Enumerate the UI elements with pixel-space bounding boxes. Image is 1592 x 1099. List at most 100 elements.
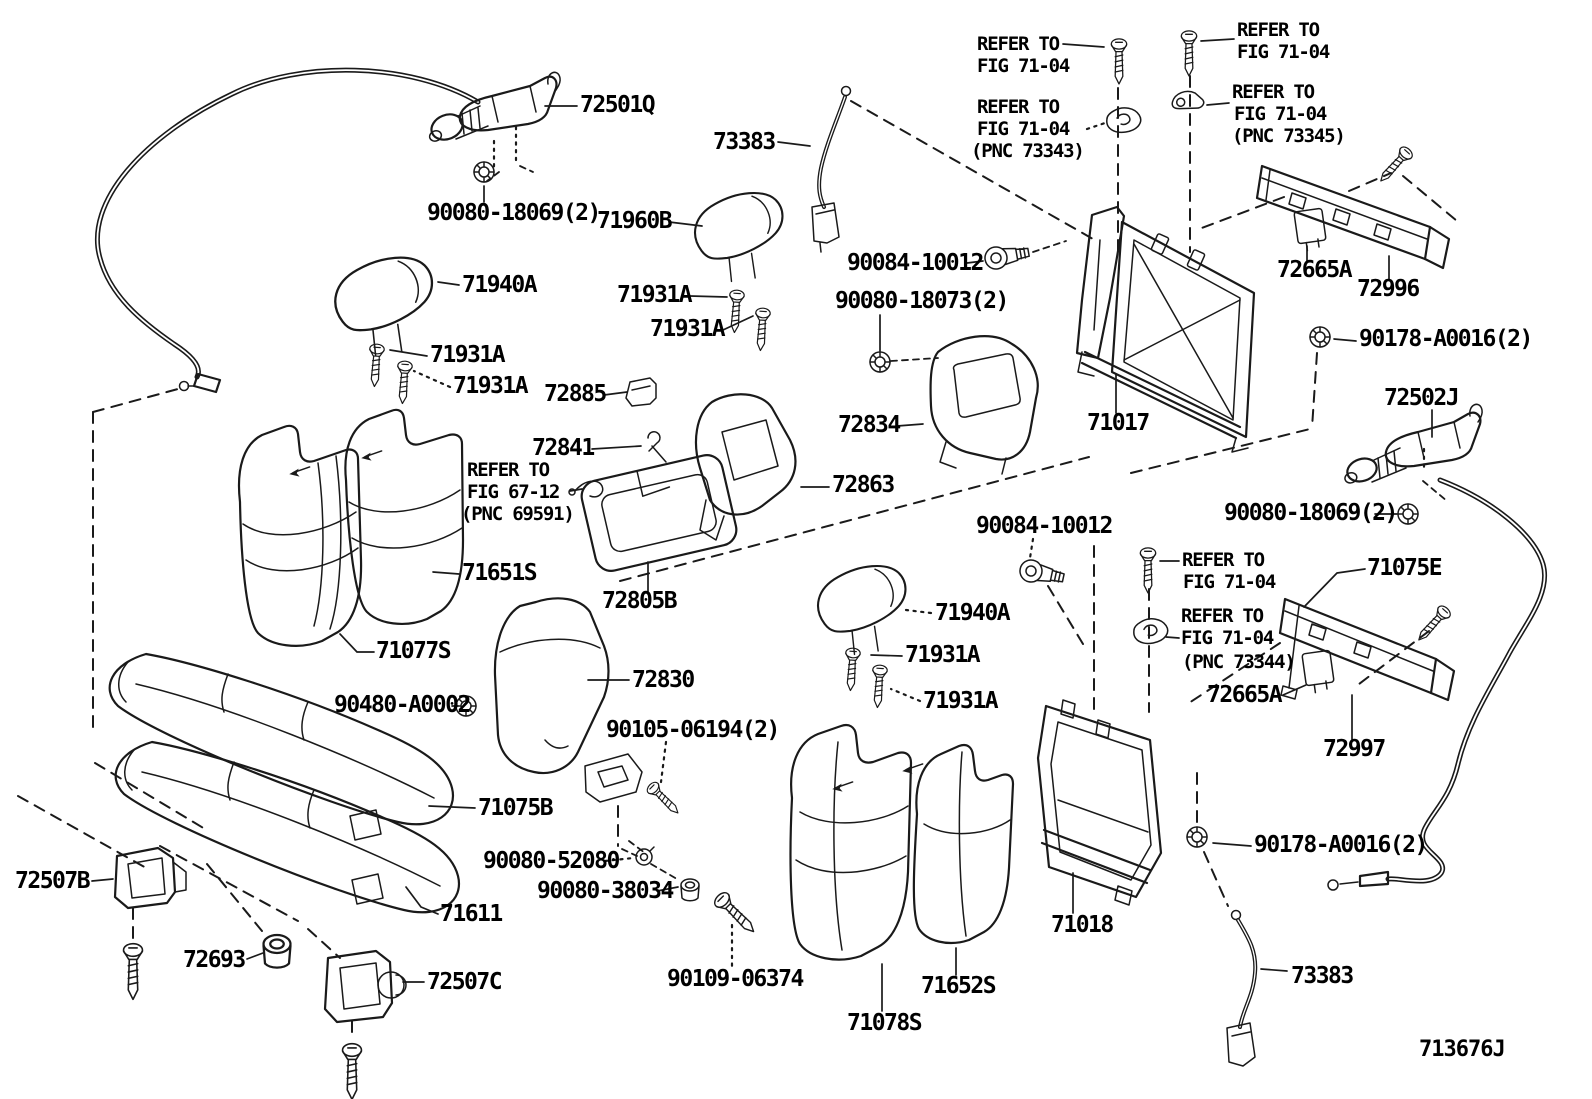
part-label-72830: 72830	[632, 667, 694, 693]
seat-frame-71017	[1075, 205, 1256, 453]
part-label-72885: 72885	[544, 381, 606, 407]
part-label-71652s: 71652S	[921, 973, 996, 999]
wire-fig-67-12	[568, 480, 604, 498]
seat-back-71652S	[900, 743, 1015, 945]
part-label-71931a-d: 71931A	[650, 316, 726, 342]
seat-back-71078S	[789, 723, 913, 961]
bolt-90084-10012-b	[1017, 557, 1067, 590]
part-label-71931a-f: 71931A	[923, 688, 999, 714]
part-label-713676j: 713676J	[1419, 1037, 1505, 1062]
part-label-ref-7104-c1: REFER TO	[977, 96, 1060, 118]
part-label-72665a-b: 72665A	[1207, 682, 1283, 708]
grommet-72693	[262, 933, 292, 969]
part-label-72507b: 72507B	[15, 868, 91, 894]
part-label-ref-7104-e2: FIG 71-04	[1183, 571, 1276, 593]
part-label-ref-7104-f1: REFER TO	[1181, 605, 1264, 627]
part-label-ref-7104-c2: FIG 71-04	[977, 118, 1070, 140]
part-label-71075e: 71075E	[1367, 555, 1442, 581]
clip-72885	[625, 377, 657, 407]
part-label-ref-7104-f2: FIG 71-04	[1181, 627, 1274, 649]
seat-cushion-71611	[114, 740, 461, 914]
part-label-71017: 71017	[1087, 410, 1149, 436]
cable-assembly-72502J	[1327, 403, 1548, 891]
ring-90080-52080	[635, 846, 655, 866]
part-label-90080-18069-b: 90080-18069(2)	[1224, 500, 1397, 526]
part-label-72834: 72834	[838, 412, 900, 438]
part-label-ref-6712-1: REFER TO	[467, 459, 550, 481]
part-label-72665a-a: 72665A	[1277, 257, 1353, 283]
part-label-90084-10012-b: 90084-10012	[976, 513, 1112, 539]
part-label-71075b: 71075B	[478, 795, 554, 821]
cable-assembly-72501Q	[94, 67, 561, 394]
bracket-90105	[584, 753, 643, 803]
part-label-73383-a: 73383	[713, 129, 775, 155]
part-label-72997: 72997	[1323, 736, 1385, 762]
screw-90109-06374	[711, 889, 761, 939]
screw-refer-a	[1110, 38, 1128, 85]
part-label-ref-7104-b1: REFER TO	[1237, 19, 1320, 41]
screw-71931A-e	[842, 647, 862, 692]
nut-90080-18069-a	[473, 161, 495, 183]
part-label-72502j: 72502J	[1384, 385, 1458, 411]
part-label-ref-7104-f3: (PNC 73344)	[1182, 651, 1295, 673]
part-label-72693: 72693	[183, 947, 245, 973]
tab-72665A-a	[1293, 207, 1327, 252]
part-label-71611: 71611	[440, 901, 502, 927]
latch-72507C	[323, 949, 407, 1024]
part-label-71931a-b: 71931A	[453, 373, 529, 399]
part-label-ref-6712-3: (PNC 69591)	[461, 503, 574, 525]
screw-near-72997	[1412, 603, 1454, 646]
part-label-72863: 72863	[832, 472, 894, 498]
seat-cushion-71075B	[108, 652, 455, 841]
part-label-ref-7104-d3: (PNC 73345)	[1232, 125, 1345, 147]
part-label-90178-a0016-a: 90178-A0016(2)	[1359, 326, 1532, 352]
screw-under-72507B	[122, 942, 144, 1001]
nut-90080-18073	[869, 351, 891, 373]
tab-72665A-b	[1301, 649, 1335, 694]
part-label-72841: 72841	[532, 435, 594, 461]
part-label-ref-6712-2: FIG 67-12	[467, 481, 559, 503]
hook-pnc-73345	[1169, 87, 1206, 114]
construction-lines	[17, 75, 1458, 1041]
part-label-71940a-b: 71940A	[935, 600, 1011, 626]
wire-73383-b	[1226, 909, 1258, 1067]
part-label-ref-7104-a1: REFER TO	[977, 33, 1060, 55]
part-label-ref-7104-e1: REFER TO	[1182, 549, 1265, 571]
part-label-90109-06374: 90109-06374	[667, 966, 803, 992]
labels-layer: 72501Q90080-18069(2)7338371960B71940A719…	[15, 19, 1533, 1062]
part-label-90080-52080: 90080-52080	[483, 848, 619, 874]
clip-pnc-73344	[1129, 613, 1172, 650]
bracket-72834	[929, 335, 1039, 475]
part-label-71931a-a: 71931A	[430, 342, 506, 368]
screw-90105-06194	[644, 779, 684, 819]
part-label-ref-7104-c3: (PNC 73343)	[971, 140, 1084, 162]
latch-72507B	[113, 846, 187, 910]
screw-under-72507C	[341, 1042, 363, 1099]
nut-90178-A0016-b	[1186, 826, 1208, 848]
part-label-71651s: 71651S	[462, 560, 537, 586]
part-label-71077s: 71077S	[376, 638, 451, 664]
screw-71931A-b	[394, 360, 414, 405]
leader-lines	[91, 38, 1433, 1012]
grommet-90080-38034	[680, 878, 700, 902]
wire-73383-a	[811, 85, 852, 253]
nut-90080-18069-b	[1397, 503, 1419, 525]
part-label-71078s: 71078S	[847, 1010, 922, 1036]
bracket-72863	[694, 393, 797, 541]
bolt-90084-10012-a	[982, 240, 1032, 272]
screw-refer-b	[1180, 30, 1198, 77]
part-label-71931a-c: 71931A	[617, 282, 693, 308]
part-label-90084-10012-a: 90084-10012	[847, 250, 983, 276]
shelf-72997	[1278, 597, 1456, 702]
screw-refer-e	[1139, 547, 1157, 594]
headrest-71940A-b	[809, 556, 921, 665]
part-label-71931a-e: 71931A	[905, 642, 981, 668]
part-label-73383-b: 73383	[1291, 963, 1353, 989]
shelf-72996	[1255, 164, 1451, 270]
part-label-90080-38034: 90080-38034	[537, 878, 673, 904]
part-label-72507c: 72507C	[427, 969, 502, 995]
part-label-72996: 72996	[1357, 276, 1419, 302]
part-label-ref-7104-b2: FIG 71-04	[1237, 41, 1330, 63]
